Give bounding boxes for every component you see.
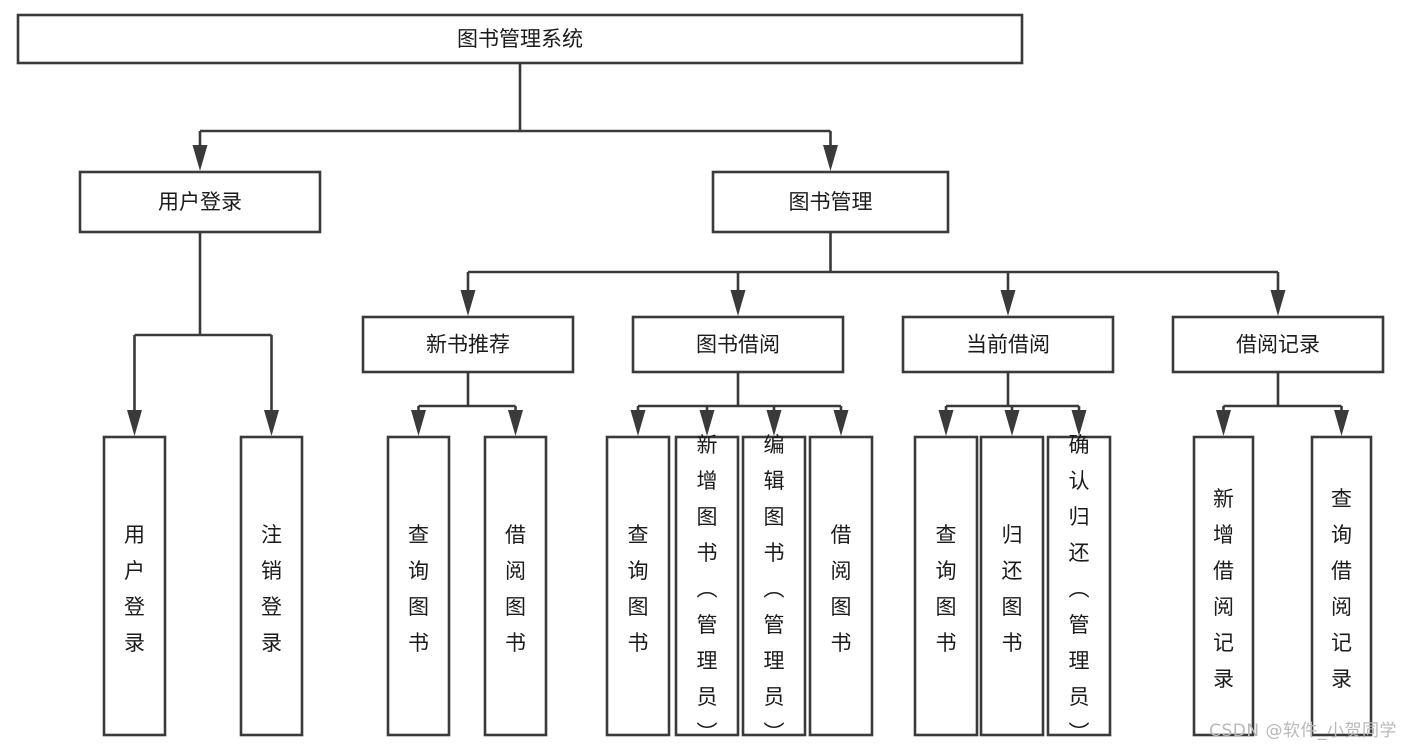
node-label: 查询图书 — [628, 523, 649, 655]
node-label: 当前借阅 — [966, 333, 1050, 357]
connector-layer — [127, 63, 1349, 436]
node-root[interactable]: 图书管理系统 — [16, 13, 1024, 65]
node-leaf-bw-query[interactable]: 查询图书 — [605, 435, 671, 737]
node-label: 图书管理 — [789, 190, 873, 214]
node-label: 编辑图书︵管理员︶ — [764, 433, 785, 745]
node-leaf-nb-borrow[interactable]: 借阅图书 — [483, 435, 548, 737]
node-leaf-rec-query[interactable]: 查询借阅记录 — [1310, 435, 1373, 737]
node-label: 用户登录 — [124, 523, 145, 655]
node-leaf-bw-edit[interactable]: 编辑图书︵管理员︶ — [741, 433, 807, 745]
node-leaf-cur-return[interactable]: 归还图书 — [979, 435, 1045, 737]
node-label: 图书管理系统 — [457, 27, 583, 51]
connector-group — [1216, 372, 1349, 436]
node-newbook[interactable]: 新书推荐 — [361, 315, 575, 374]
node-borrow[interactable]: 图书借阅 — [631, 315, 845, 374]
node-label: 借阅图书 — [831, 523, 852, 655]
node-label: 用户登录 — [158, 190, 242, 214]
node-leaf-bw-add[interactable]: 新增图书︵管理员︶ — [674, 433, 740, 745]
connector-group — [630, 372, 849, 436]
node-label: 图书借阅 — [696, 333, 780, 357]
node-label: 新书推荐 — [426, 333, 510, 357]
connector-group — [127, 232, 279, 436]
node-label: 归还图书 — [1002, 523, 1023, 655]
node-leaf-nb-query[interactable]: 查询图书 — [386, 435, 451, 737]
node-leaf-cur-confirm[interactable]: 确认归还︵管理员︶ — [1046, 433, 1112, 745]
connector-group — [460, 232, 1286, 316]
node-records[interactable]: 借阅记录 — [1171, 315, 1385, 374]
node-label: 查询借阅记录 — [1331, 487, 1352, 691]
node-label: 新增图书︵管理员︶ — [697, 433, 718, 745]
node-label: 借阅图书 — [505, 523, 526, 655]
node-label: 确认归还︵管理员︶ — [1069, 433, 1090, 745]
connector-group — [938, 372, 1087, 436]
node-layer: 图书管理系统用户登录图书管理新书推荐图书借阅当前借阅借阅记录用户登录注销登录查询… — [16, 13, 1385, 745]
node-label: 查询图书 — [936, 523, 957, 655]
node-leaf-rec-add[interactable]: 新增借阅记录 — [1192, 435, 1255, 737]
node-bookmgmt[interactable]: 图书管理 — [711, 170, 950, 234]
node-leaf-user-login[interactable]: 用户登录 — [102, 435, 167, 737]
node-leaf-cur-query[interactable]: 查询图书 — [913, 435, 979, 737]
connector-group — [411, 372, 523, 436]
node-leaf-user-logout[interactable]: 注销登录 — [239, 435, 304, 737]
node-current[interactable]: 当前借阅 — [901, 315, 1115, 374]
connector-group — [192, 63, 838, 171]
node-label: 注销登录 — [261, 523, 282, 655]
node-login[interactable]: 用户登录 — [78, 170, 322, 234]
node-label: 查询图书 — [408, 523, 429, 655]
node-label: 新增借阅记录 — [1213, 487, 1234, 691]
node-leaf-bw-borrow[interactable]: 借阅图书 — [808, 435, 874, 737]
node-label: 借阅记录 — [1236, 333, 1320, 357]
